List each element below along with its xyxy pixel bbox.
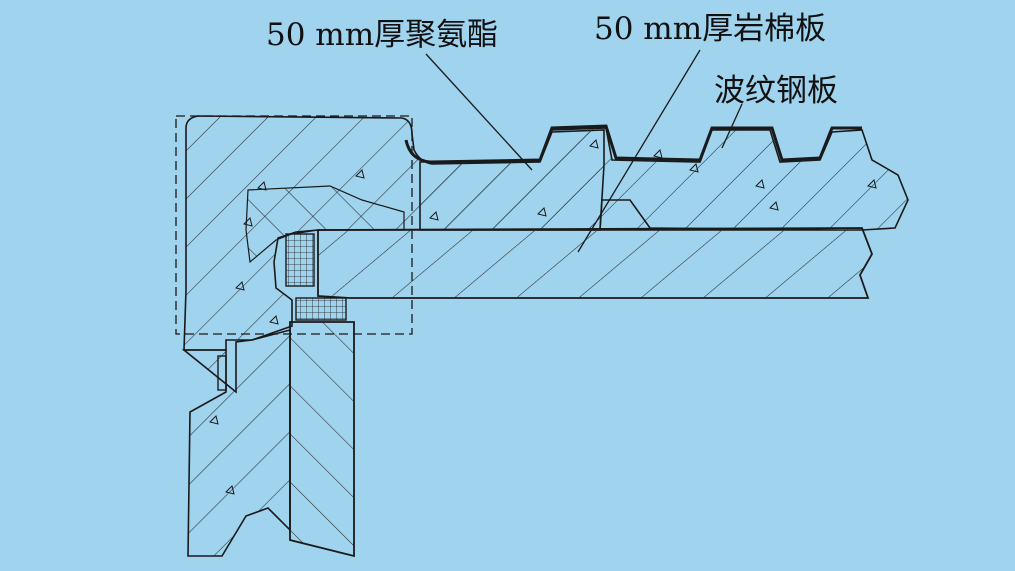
leader-polyurethane — [425, 53, 533, 171]
corrugated-steel-sheet — [404, 124, 862, 164]
lower-outer-panel — [181, 328, 291, 557]
roof-insulation — [419, 127, 909, 231]
leader-corrugated — [721, 103, 743, 149]
label-polyurethane: 50 mm厚聚氨酯 — [266, 17, 499, 53]
seal-block-upper — [285, 233, 315, 287]
label-rockwool: 50 mm厚岩棉板 — [594, 11, 827, 47]
leader-rockwool — [577, 49, 701, 253]
horizontal-slab — [317, 227, 873, 299]
bracket — [217, 355, 227, 391]
dashed-frame — [175, 115, 413, 335]
aggregate-marks — [209, 139, 877, 495]
vertical-wall-panel — [289, 321, 355, 558]
seal-block-lower — [295, 297, 347, 321]
label-corrugated-steel: 波纹钢板 — [714, 73, 838, 109]
